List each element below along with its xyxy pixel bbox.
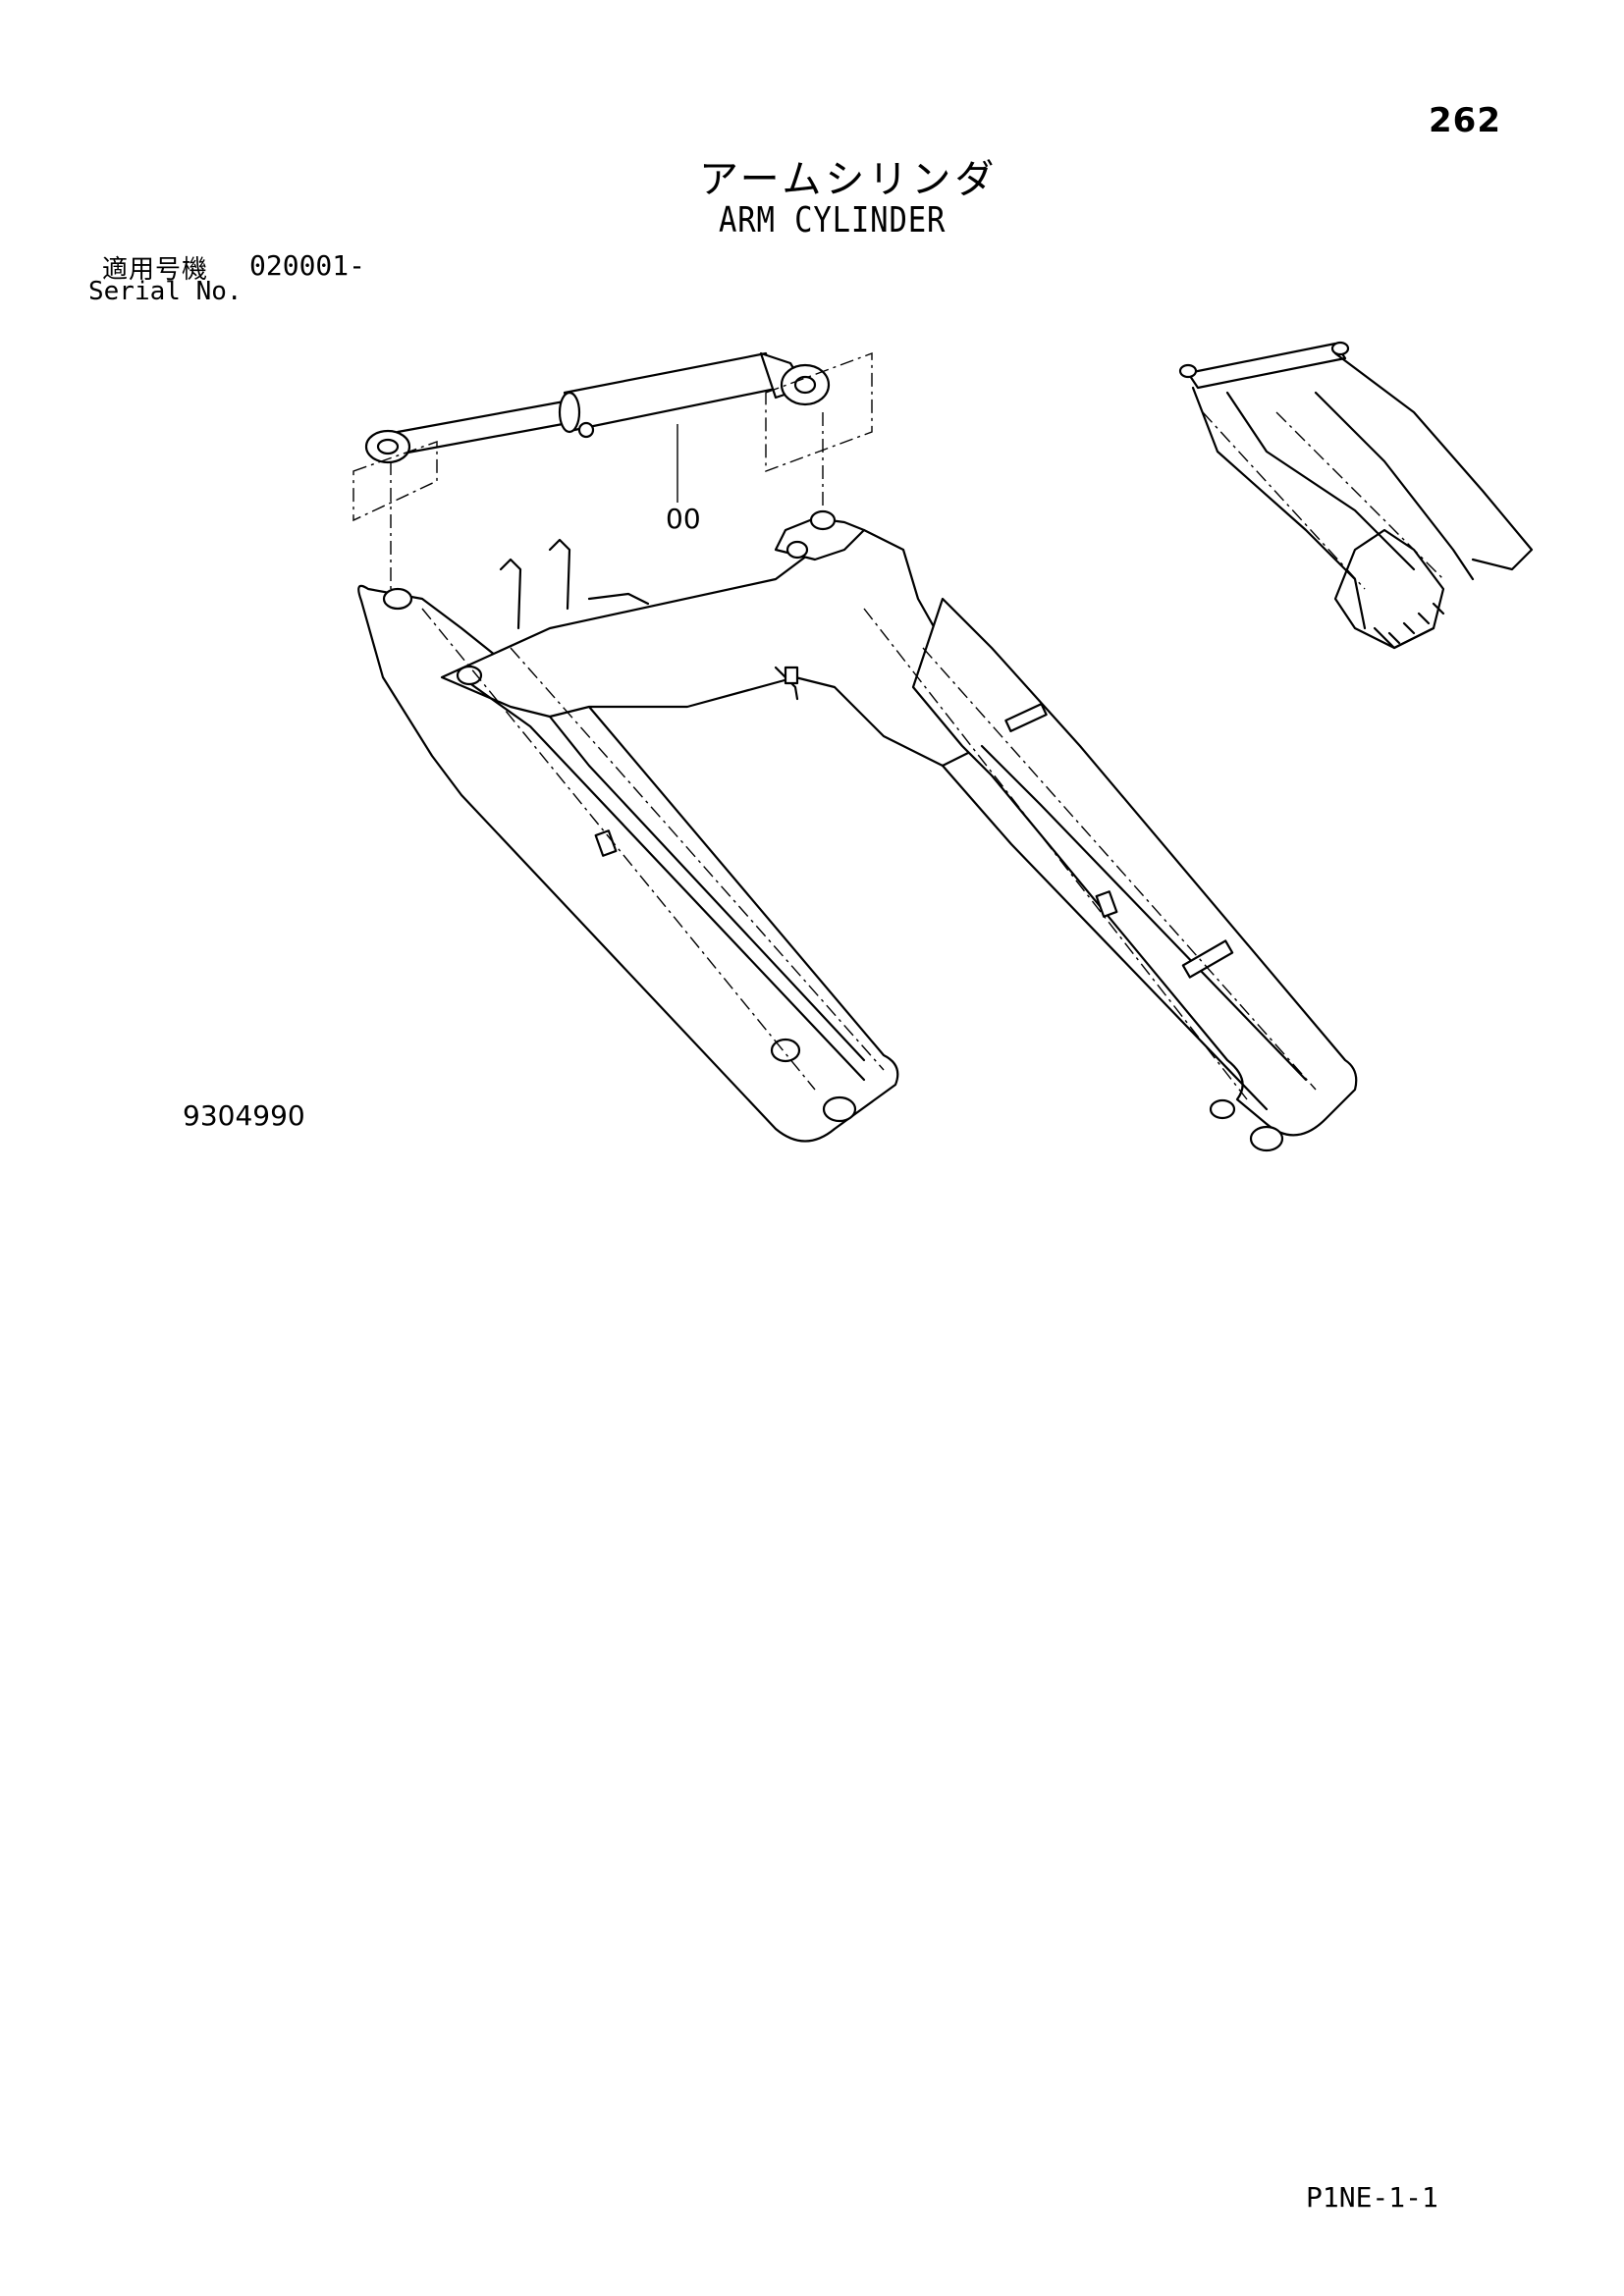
arm-cylinder-drawing bbox=[352, 351, 873, 589]
page-number: 262 bbox=[1429, 101, 1501, 140]
title-english: ARM CYLINDER bbox=[719, 200, 947, 240]
serial-label-japanese: 適用号機 bbox=[102, 255, 209, 285]
callout-label: 00 bbox=[666, 503, 701, 535]
serial-range: 020001- bbox=[249, 249, 366, 282]
title-japanese: アームシリンダ bbox=[699, 157, 999, 202]
overview-thumbnail-drawing bbox=[1178, 341, 1534, 650]
arm-cylinder-exploded-diagram bbox=[352, 341, 1534, 1152]
reference-code: P1NE-1-1 bbox=[1306, 2181, 1438, 2214]
figure-number: 9304990 bbox=[183, 1099, 305, 1132]
arm-frame-drawing bbox=[357, 509, 1358, 1152]
serial-label-english: Serial No. bbox=[88, 277, 243, 306]
